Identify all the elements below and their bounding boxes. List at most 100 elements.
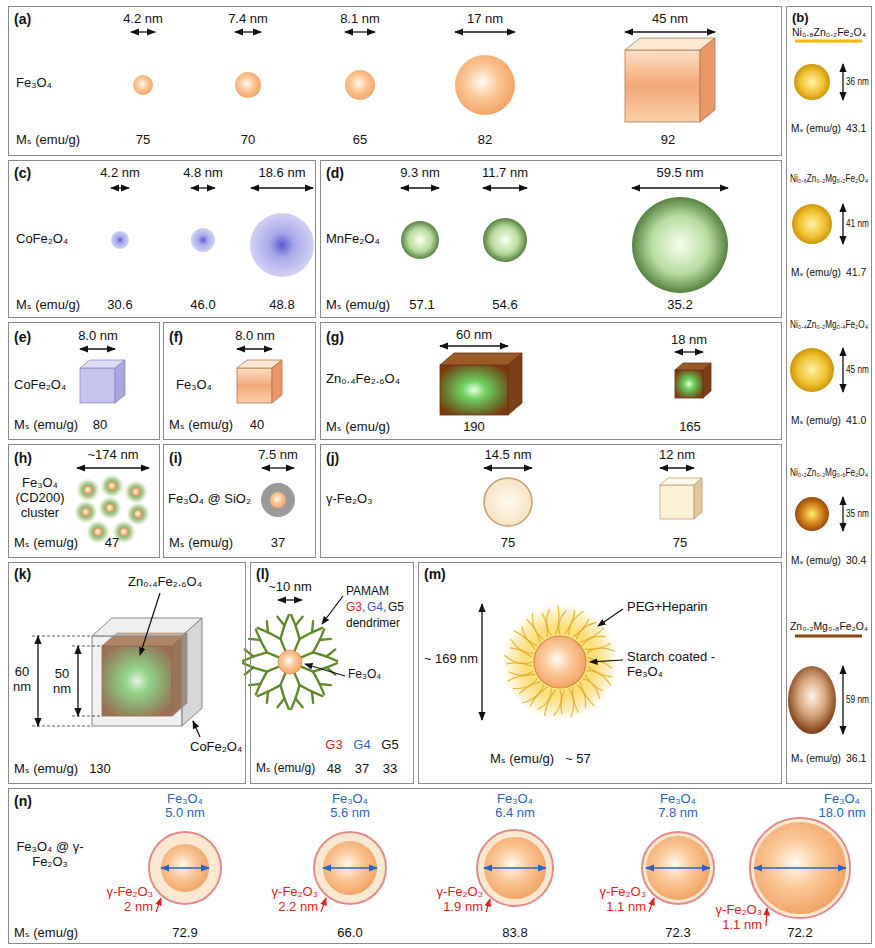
panel-text: Mₛ (emu/g)	[14, 926, 78, 941]
panel-text: 72.9	[172, 926, 197, 941]
figure-panel: (l)~10 nmPAMAMG3,G4,G5dendrimerFe₃O₄G3G4…	[250, 562, 414, 784]
dimension-arrow	[842, 348, 843, 392]
nanoparticle	[455, 55, 515, 115]
panel-text: 35 nm	[846, 507, 869, 519]
panel-text: 70	[241, 133, 255, 148]
panel-text: 50 nm	[50, 667, 74, 697]
dendrimer	[301, 652, 313, 657]
core-shell-particle	[484, 837, 546, 899]
dendrimer	[280, 625, 284, 639]
figure-panel: (f)8.0 nmFe₃O₄Mₛ (emu/g)40	[163, 322, 316, 440]
nanocube	[237, 368, 272, 403]
cluster	[74, 474, 150, 544]
panel-text: 14.5 nm	[485, 448, 532, 463]
panel-text: 83.8	[502, 926, 527, 941]
panel-text: 165	[679, 420, 701, 435]
dimension-arrow	[455, 31, 515, 32]
dimension-arrow	[842, 204, 843, 244]
panel-text: 75	[136, 133, 150, 148]
dendrimer	[253, 652, 267, 656]
panel-text: Fe₃O₄	[167, 792, 203, 807]
panel-text: 37	[355, 762, 369, 777]
dimension-arrow	[440, 345, 508, 346]
panel-text: 45 nm	[846, 363, 869, 375]
dimension-arrow	[646, 867, 710, 868]
nanoparticle	[790, 348, 834, 392]
panel-text: 4.2 nm	[100, 166, 140, 181]
panel-text: γ-Fe₂O₃	[272, 885, 318, 900]
shell-cube	[92, 636, 182, 726]
panel-text: Mₛ (emu/g)	[169, 418, 233, 433]
panel-text: γ-Fe₂O₃	[716, 903, 762, 918]
dimension-arrow	[131, 31, 155, 32]
leader-arrow	[486, 899, 490, 912]
nanocube	[660, 485, 694, 519]
leader-arrow	[305, 664, 345, 676]
leader-arrow	[156, 898, 161, 912]
nanoparticle	[401, 221, 439, 259]
dendrimer	[296, 625, 300, 639]
panel-text: 30.4	[846, 554, 866, 566]
figure-panel: (d)9.3 nm11.7 nm59.5 nmMnFe₂O₄Mₛ (emu/g)…	[320, 160, 782, 318]
nanoparticle	[133, 75, 153, 95]
panel-letter: (k)	[14, 566, 31, 582]
nanocube	[115, 360, 125, 403]
size-bar	[795, 40, 862, 43]
panel-text: 30.6	[107, 298, 132, 313]
cluster	[124, 480, 148, 504]
panel-text: 2 nm	[124, 900, 153, 915]
cluster	[120, 528, 128, 536]
panel-text: ~ 169 nm	[424, 652, 478, 667]
nanoparticle	[795, 497, 829, 531]
dimension-arrow	[237, 348, 272, 349]
panel-text: 48.8	[269, 298, 294, 313]
panel-letter: (a)	[14, 11, 31, 27]
panel-text: Mₛ (emu/g)	[16, 298, 80, 313]
nanoparticle	[261, 483, 295, 517]
coating-halo	[580, 627, 604, 642]
dendrimer	[267, 621, 268, 632]
dimension-arrow	[675, 351, 703, 352]
dimension-arrow	[842, 64, 843, 100]
panel-text: 57.1	[409, 298, 434, 313]
coating-halo	[564, 610, 574, 634]
dendrimer	[258, 692, 268, 696]
panel-text: 92	[661, 133, 675, 148]
panel-text: 45 nm	[652, 12, 688, 27]
panel-text: Fe₃O₄	[16, 76, 52, 91]
panel-text: ~174 nm	[88, 448, 139, 463]
dimension-arrow	[323, 867, 377, 868]
dendrimer	[312, 628, 322, 632]
panel-text: 12 nm	[659, 448, 695, 463]
panel-text: γ-Fe₂O₃	[107, 885, 153, 900]
dendrimer	[320, 639, 331, 640]
dendrimer	[268, 685, 280, 692]
dendrimer	[243, 615, 337, 709]
panel-text: Fe₃O₄	[824, 792, 860, 807]
coating-halo	[569, 611, 584, 635]
panel-text: Fe₃O₄	[660, 792, 696, 807]
panel-text: Mₛ (emu/g)	[14, 536, 78, 551]
extension-line	[32, 726, 92, 727]
nanoparticle	[345, 70, 375, 100]
panel-text: 1.1 nm	[722, 918, 762, 933]
panel-text: G4	[353, 738, 370, 753]
nanoparticle	[792, 204, 832, 244]
panel-text: 80	[93, 418, 107, 433]
coating-halo	[585, 675, 603, 691]
coating-halo	[547, 609, 552, 635]
panel-text: Mₛ (emu/g)	[791, 752, 841, 764]
panel-text: G5	[388, 601, 404, 615]
panel-text: 66.0	[337, 926, 362, 941]
leader-arrow	[321, 898, 326, 912]
dimension-arrow	[161, 867, 846, 868]
dimension-arrow	[842, 497, 843, 531]
panel-text: Mₛ (emu/g)	[791, 122, 841, 134]
nanocube	[237, 38, 715, 403]
nanocube	[440, 365, 508, 415]
nanocube	[80, 360, 125, 403]
figure-panel: (i)7.5 nmFe₃O₄ @ SiO₂Mₛ (emu/g)37	[163, 444, 316, 558]
core-shell-particle	[149, 832, 221, 904]
nanoparticle	[111, 231, 129, 249]
dendrimer	[296, 699, 303, 708]
